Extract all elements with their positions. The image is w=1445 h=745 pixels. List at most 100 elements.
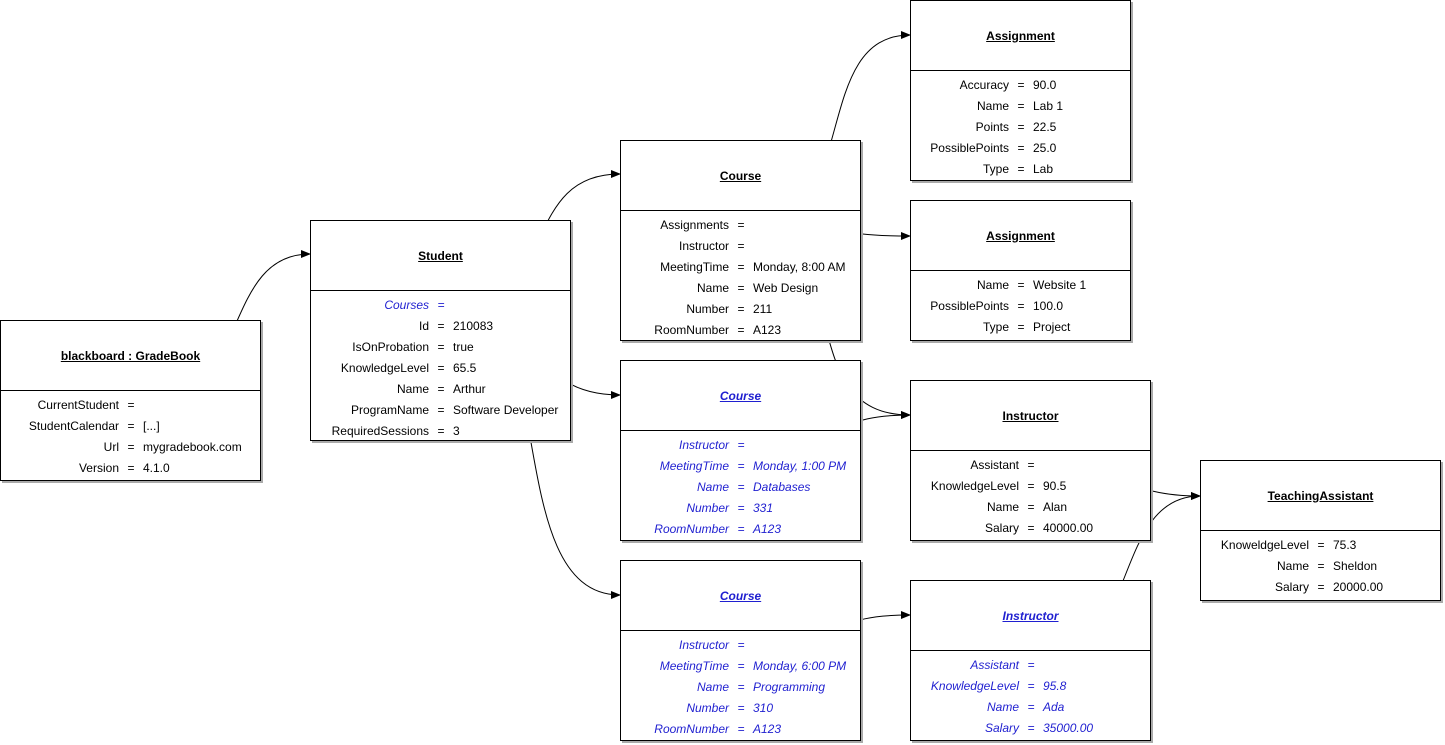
equals-sign: = xyxy=(737,479,745,494)
property-name: RoomNumber xyxy=(654,322,729,337)
equals-sign: = xyxy=(737,679,745,694)
property-value: 331 xyxy=(753,500,774,515)
property-value: Website 1 xyxy=(1033,277,1087,292)
property-value: Sheldon xyxy=(1333,558,1378,573)
property-row: KnowledgeLevel=90.5 xyxy=(911,475,1150,496)
property-row: Name=Web Design xyxy=(621,277,860,298)
equals-sign: = xyxy=(1027,678,1035,693)
property-name: Name xyxy=(976,98,1009,113)
property-value: 65.5 xyxy=(453,360,477,375)
instructor-node-ada[interactable]: Instructor Assistant= KnowledgeLevel=95.… xyxy=(910,580,1151,741)
property-value: 210083 xyxy=(453,318,494,333)
course-node-web-design[interactable]: Course Assignments= Instructor= MeetingT… xyxy=(620,140,861,341)
equals-sign: = xyxy=(737,458,745,473)
instructor-node-alan[interactable]: Instructor Assistant = KnowledgeLevel=90.… xyxy=(910,380,1151,541)
property-name: Assistant xyxy=(970,457,1019,472)
property-value: true xyxy=(453,339,474,354)
property-name: MeetingTime xyxy=(660,259,729,274)
property-value: [...] xyxy=(143,418,160,433)
property-value: A123 xyxy=(753,322,782,337)
property-value: Project xyxy=(1033,319,1071,334)
equals-sign: = xyxy=(437,381,445,396)
property-row: Number=310 xyxy=(621,697,860,718)
property-row: Version=4.1.0 xyxy=(1,457,260,478)
property-value: 90.5 xyxy=(1043,478,1067,493)
property-name: Name xyxy=(976,277,1009,292)
property-value: Monday, 8:00 AM xyxy=(753,259,846,274)
property-row: Instructor= xyxy=(621,434,860,455)
property-name: ProgramName xyxy=(350,402,429,417)
property-name: Assignments xyxy=(660,217,729,232)
equals-sign: = xyxy=(1017,319,1025,334)
property-row: Name=Arthur xyxy=(311,378,570,399)
course-node-databases[interactable]: Course Instructor= MeetingTime=Monday, 1… xyxy=(620,360,861,541)
property-name: MeetingTime xyxy=(659,658,729,673)
course-node-programming[interactable]: Course Instructor= MeetingTime=Monday, 6… xyxy=(620,560,861,741)
property-name: RoomNumber xyxy=(654,721,729,736)
property-name: Name xyxy=(986,699,1019,714)
property-value: 40000.00 xyxy=(1043,520,1094,535)
property-value: Arthur xyxy=(453,381,486,396)
equals-sign: = xyxy=(1017,77,1025,92)
property-value: 3 xyxy=(453,423,460,438)
assignment-node-website-1[interactable]: Assignment Name=Website 1 PossiblePoints… xyxy=(910,200,1131,341)
equals-sign: = xyxy=(437,423,445,438)
property-row: Assistant= xyxy=(911,654,1150,675)
equals-sign: = xyxy=(1017,277,1025,292)
property-row: IsOnProbation=true xyxy=(311,336,570,357)
property-name: Name xyxy=(1276,558,1309,573)
property-name: CurrentStudent xyxy=(37,397,119,412)
student-node[interactable]: Student Courses= Id=210083 IsOnProbation… xyxy=(310,220,571,441)
property-row: Instructor= xyxy=(621,634,860,655)
node-title: TeachingAssistant xyxy=(1267,488,1374,503)
property-row: Name=Lab 1 xyxy=(911,95,1130,116)
node-title: Course xyxy=(719,388,762,403)
gradebook-node[interactable]: blackboard : GradeBook CurrentStudent= S… xyxy=(0,320,261,481)
equals-sign: = xyxy=(737,322,745,337)
property-name: Name xyxy=(696,679,729,694)
property-name: Name xyxy=(696,280,729,295)
property-name: Version xyxy=(78,460,119,475)
assignment-node-lab-1[interactable]: Assignment Accuracy=90.0 Name=Lab 1 Poin… xyxy=(910,0,1131,181)
property-name: Number xyxy=(686,301,729,316)
property-value: 75.3 xyxy=(1333,537,1357,552)
property-name: KnowledgeLevel xyxy=(930,678,1019,693)
property-value: 22.5 xyxy=(1033,119,1057,134)
property-value: A123 xyxy=(753,721,782,736)
property-row: Name=Ada xyxy=(911,696,1150,717)
equals-sign: = xyxy=(737,521,745,536)
equals-sign: = xyxy=(437,297,445,312)
property-row: RequiredSessions=3 xyxy=(311,420,570,441)
property-value: Databases xyxy=(753,479,811,494)
property-row: Instructor= xyxy=(621,235,860,256)
equals-sign: = xyxy=(1017,119,1025,134)
property-row: KnoweldgeLevel=75.3 xyxy=(1201,534,1440,555)
property-value: Programming xyxy=(753,679,826,694)
equals-sign: = xyxy=(1027,699,1035,714)
property-value: 25.0 xyxy=(1033,140,1057,155)
property-row: Name = Sheldon xyxy=(1201,555,1440,576)
property-row: Name = Programming xyxy=(621,676,860,697)
equals-sign: = xyxy=(1027,457,1035,472)
property-value: Alan xyxy=(1043,499,1068,514)
property-row: Name=Alan xyxy=(911,496,1150,517)
equals-sign: = xyxy=(1017,298,1025,313)
equals-sign: = xyxy=(127,460,135,475)
property-name: IsOnProbation xyxy=(352,339,429,354)
property-name: KnowledgeLevel xyxy=(340,360,429,375)
node-title: blackboard : GradeBook xyxy=(60,348,201,363)
node-title: Student xyxy=(418,248,463,263)
equals-sign: = xyxy=(1317,558,1325,573)
equals-sign: = xyxy=(437,318,445,333)
property-row: CurrentStudent= xyxy=(1,394,260,415)
property-name: Salary xyxy=(984,720,1019,735)
teaching-assistant-node[interactable]: TeachingAssistant KnoweldgeLevel=75.3 Na… xyxy=(1200,460,1441,601)
property-row: Type=Project xyxy=(911,316,1130,337)
property-name: KnoweldgeLevel xyxy=(1220,537,1309,552)
node-title: Instructor xyxy=(1002,408,1059,423)
property-name: Salary xyxy=(1274,579,1309,594)
property-name: Id xyxy=(418,318,429,333)
property-value: Monday, 1:00 PM xyxy=(753,458,847,473)
property-name: Assistant xyxy=(970,657,1019,672)
property-row: Assistant = xyxy=(911,454,1150,475)
